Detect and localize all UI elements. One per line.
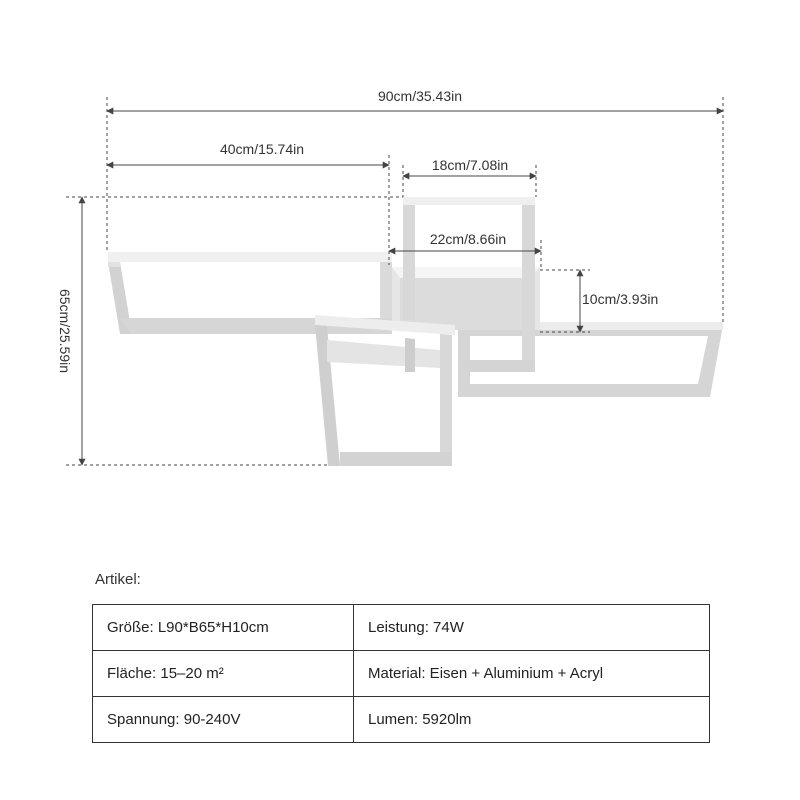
spec-size: Größe: L90*B65*H10cm — [92, 604, 354, 651]
height-label: 10cm/3.93in — [582, 291, 658, 307]
spec-table: Größe: L90*B65*H10cm Leistung: 74W Fläch… — [92, 604, 710, 743]
depth-label: 65cm/25.59in — [57, 289, 73, 373]
table-row: Fläche: 15–20 m² Material: Eisen + Alumi… — [92, 650, 710, 697]
dimension-lines — [66, 97, 724, 466]
top-frame-width-label: 18cm/7.08in — [432, 157, 508, 173]
top-frame — [403, 197, 535, 372]
spec-power: Leistung: 74W — [353, 604, 710, 651]
ceiling-lamp-illustration — [108, 197, 723, 466]
center-base — [392, 267, 540, 330]
spec-material: Material: Eisen + Aluminium + Acryl — [353, 650, 710, 697]
total-length-label: 90cm/35.43in — [378, 88, 462, 104]
spec-heading: Artikel: — [95, 571, 141, 588]
lamp-dimension-diagram: 90cm/35.43in 40cm/15.74in 18cm/7.08in 22… — [57, 88, 724, 466]
spec-voltage: Spannung: 90-240V — [92, 696, 354, 743]
table-row: Spannung: 90-240V Lumen: 5920lm — [92, 696, 710, 743]
left-frame-length-label: 40cm/15.74in — [220, 141, 304, 157]
spec-lumen: Lumen: 5920lm — [353, 696, 710, 743]
spec-area: Fläche: 15–20 m² — [92, 650, 354, 697]
front-frame — [315, 315, 455, 466]
table-row: Größe: L90*B65*H10cm Leistung: 74W — [92, 604, 710, 651]
base-width-label: 22cm/8.66in — [430, 231, 506, 247]
right-frame — [458, 322, 723, 397]
